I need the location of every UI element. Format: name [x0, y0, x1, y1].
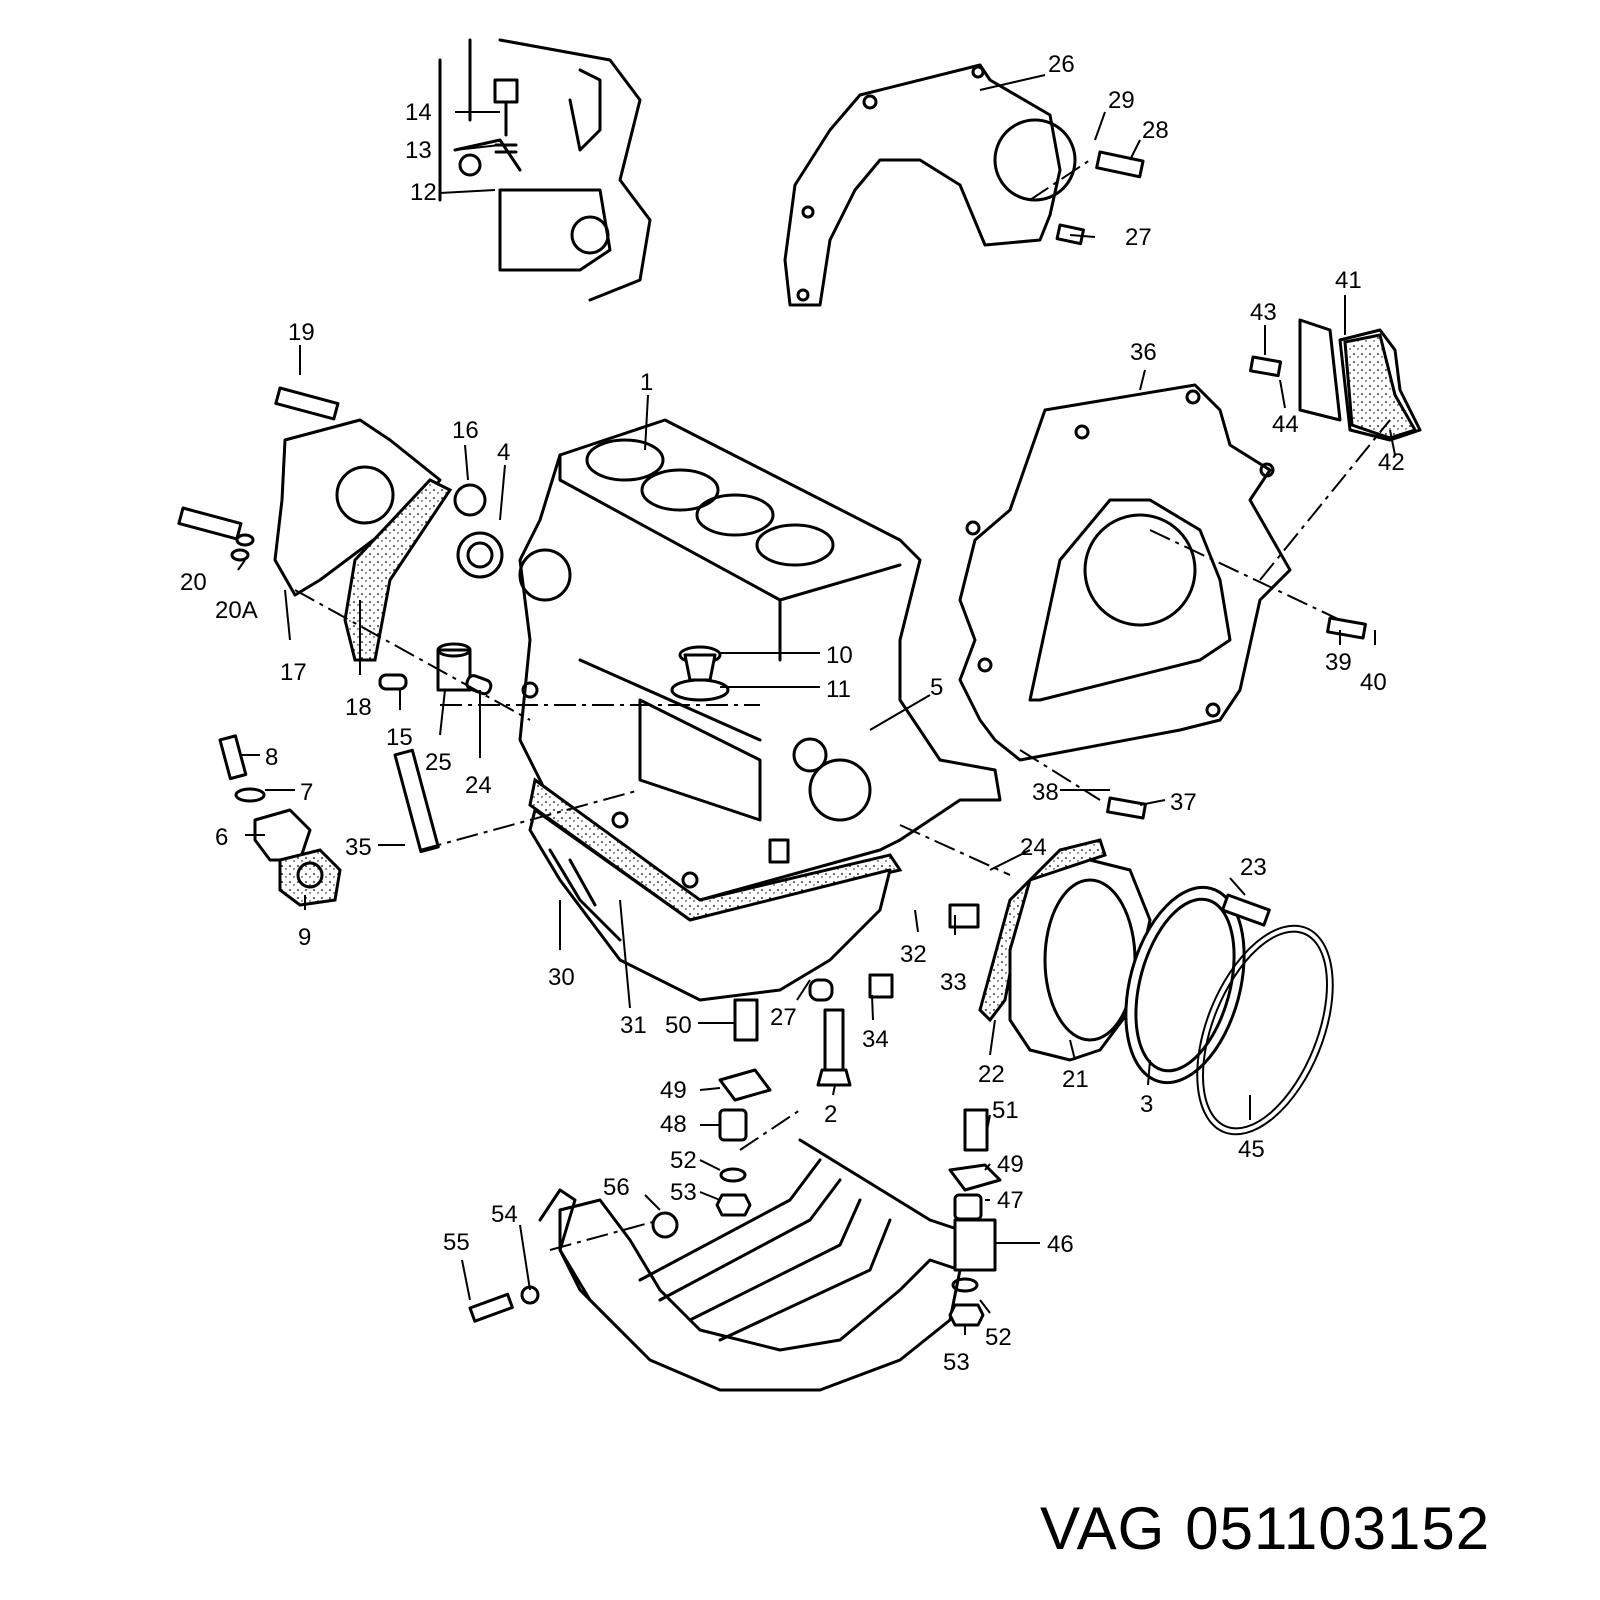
callout-label: 16	[452, 417, 479, 444]
callout-label: 47	[997, 1187, 1024, 1214]
callout-label: 2	[824, 1101, 837, 1128]
callout-label: 49	[997, 1151, 1024, 1178]
callout-label: 29	[1108, 87, 1135, 114]
callout-labels: 14 13 12 26 29 28 27 19 16 4 1 36 43 41 …	[180, 51, 1405, 1376]
callout-label: 44	[1272, 411, 1299, 438]
callout-label: 52	[985, 1324, 1012, 1351]
callout-label: 5	[930, 674, 943, 701]
callout-label: 30	[548, 964, 575, 991]
callout-label: 8	[265, 744, 278, 771]
rear-seal-flange	[948, 838, 1334, 1136]
callout-label: 33	[940, 969, 967, 996]
callout-label: 50	[665, 1012, 692, 1039]
head-bracket-inset	[438, 38, 652, 302]
callout-label: 27	[1125, 224, 1152, 251]
callout-label: 12	[410, 179, 437, 206]
callout-label: 48	[660, 1111, 687, 1138]
callout-label: 15	[386, 724, 413, 751]
part-code-label: 051103152	[1185, 1495, 1491, 1562]
callout-label: 14	[405, 99, 432, 126]
callout-label: 20	[180, 569, 207, 596]
callout-label: 27	[770, 1004, 797, 1031]
callout-label: 10	[826, 642, 853, 669]
engine-block	[518, 418, 1002, 902]
callout-label: 22	[978, 1061, 1005, 1088]
callout-label: 1	[640, 369, 653, 396]
callout-label: 40	[1360, 669, 1387, 696]
callout-label: 54	[491, 1201, 518, 1228]
callout-label: 24	[1020, 834, 1047, 861]
callout-label: 4	[497, 439, 510, 466]
callout-label: 36	[1130, 339, 1157, 366]
callout-label: 25	[425, 749, 452, 776]
callout-label: 21	[1062, 1066, 1089, 1093]
callout-label: 49	[660, 1077, 687, 1104]
callout-label: 42	[1378, 449, 1405, 476]
callout-label: 3	[1140, 1091, 1153, 1118]
leader-lines	[237, 74, 1396, 1335]
callout-label: 9	[298, 924, 311, 951]
callout-label: 37	[1170, 789, 1197, 816]
intermediate-plate	[783, 63, 1145, 307]
callout-label: 31	[620, 1012, 647, 1039]
callout-label: 52	[670, 1147, 697, 1174]
callout-label: 55	[443, 1229, 470, 1256]
callout-label: 6	[215, 824, 228, 851]
callout-label: 53	[670, 1179, 697, 1206]
callout-label: 39	[1325, 649, 1352, 676]
callout-label: 23	[1240, 854, 1267, 881]
callout-label: 45	[1238, 1136, 1265, 1163]
callout-label: 20A	[215, 597, 258, 624]
side-cover-parts	[218, 734, 440, 907]
callout-label: 11	[826, 676, 851, 703]
part-number-caption: VAG 051103152	[1040, 1494, 1510, 1563]
callout-label: 32	[900, 941, 927, 968]
callout-label: 41	[1335, 267, 1362, 294]
brand-label: VAG	[1040, 1495, 1166, 1562]
callout-label: 35	[345, 834, 372, 861]
callout-label: 56	[603, 1174, 630, 1201]
callout-label: 7	[300, 779, 313, 806]
mount-bracket	[468, 973, 1002, 1392]
oil-pan	[528, 777, 903, 1002]
callout-label: 46	[1047, 1231, 1074, 1258]
front-cover-assembly	[177, 386, 504, 696]
callout-label: 24	[465, 772, 492, 799]
alignment-lines	[294, 159, 1391, 1251]
callout-label: 38	[1032, 779, 1059, 806]
callout-label: 53	[943, 1349, 970, 1376]
callout-label: 18	[345, 694, 372, 721]
callout-label: 28	[1142, 117, 1169, 144]
callout-label: 26	[1048, 51, 1075, 78]
callout-label: 43	[1250, 299, 1277, 326]
rear-plate	[958, 318, 1422, 820]
callout-label: 19	[288, 319, 315, 346]
callout-label: 17	[280, 659, 307, 686]
callout-label: 51	[992, 1097, 1019, 1124]
callout-label: 13	[405, 137, 432, 164]
callout-label: 34	[862, 1026, 889, 1053]
